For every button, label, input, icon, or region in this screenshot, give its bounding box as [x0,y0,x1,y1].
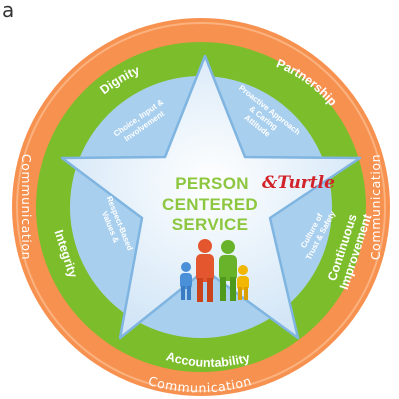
family-icon [180,239,249,302]
ring-label-right: Communication [368,154,383,260]
center-overlay-turtle: &Turtle [262,173,335,193]
center-line-centered: CENTERED [162,195,258,214]
ring-label-top: Communication [144,3,256,26]
outer-ring-highlight [16,22,386,392]
center-line-service: SERVICE [172,215,248,234]
ring-label-bottom: Communication [147,373,254,395]
panel-label: a [2,0,15,22]
center-line-person: PERSON [175,174,249,193]
ring-label-left: Communication [19,154,34,260]
